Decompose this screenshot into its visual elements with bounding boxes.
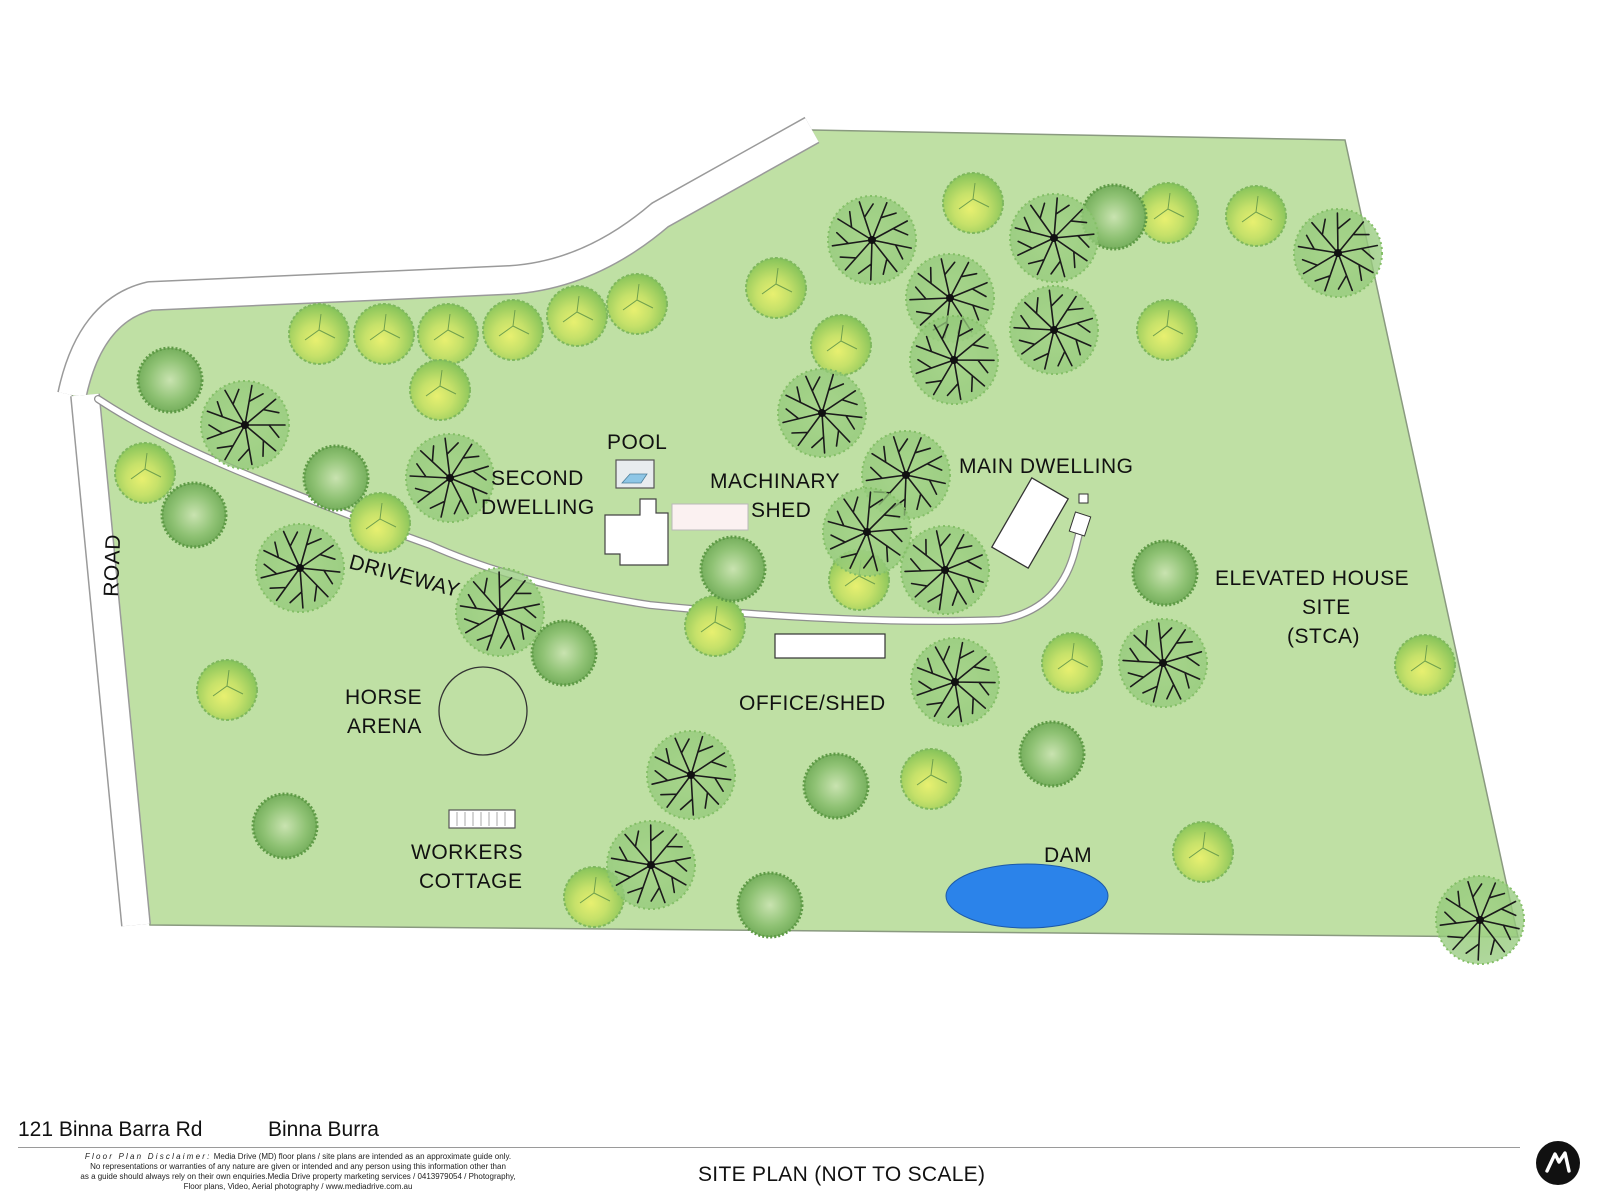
tree-yellow-canopy (409, 359, 471, 421)
tree-yellow-canopy (482, 299, 544, 361)
tree-yellow-canopy (114, 442, 176, 504)
tree-branching (646, 730, 736, 820)
footer-disclaimer: Floor Plan Disclaimer: Media Drive (MD) … (18, 1152, 578, 1192)
second-dwelling-building (604, 498, 669, 566)
main-dwelling-building (990, 476, 1070, 570)
tree-branching (900, 525, 990, 615)
tree-yellow-canopy (900, 748, 962, 810)
label-horse-arena-2: ARENA (347, 715, 422, 738)
tree-yellow-canopy (417, 303, 479, 365)
label-elevated-house-1: ELEVATED HOUSE (1215, 567, 1409, 590)
machinary-shed-building (671, 503, 749, 531)
label-elevated-house-2: SITE (1302, 596, 1351, 619)
tree-branching (455, 567, 545, 657)
tree-branching (1009, 193, 1099, 283)
tree-yellow-canopy (1394, 634, 1456, 696)
tree-branching (255, 523, 345, 613)
tree-shrub (802, 752, 870, 820)
tree-shrub (736, 871, 804, 939)
tree-yellow-canopy (684, 595, 746, 657)
tree-branching (822, 487, 912, 577)
tree-yellow-canopy (606, 273, 668, 335)
tree-shrub (530, 619, 598, 687)
tree-branching (910, 637, 1000, 727)
main-dwelling-annex (1068, 511, 1092, 537)
tree-shrub (302, 444, 370, 512)
footer-suburb: Binna Burra (268, 1118, 379, 1141)
tree-shrub (699, 535, 767, 603)
label-machinary-shed-2: SHED (751, 499, 811, 522)
tree-shrub (1131, 539, 1199, 607)
tree-branching (777, 368, 867, 458)
main-dwelling-annex-small (1078, 493, 1089, 504)
tree-branching (1435, 875, 1525, 965)
label-workers-cottage-1: WORKERS (411, 841, 523, 864)
trees-layer (114, 172, 1525, 965)
label-pool: POOL (607, 431, 667, 454)
footer-address: 121 Binna Barra Rd (18, 1118, 203, 1141)
tree-shrub (160, 481, 228, 549)
disclaimer-line-1: Media Drive (MD) floor plans / site plan… (213, 1152, 512, 1161)
label-main-dwelling: MAIN DWELLING (959, 455, 1134, 478)
tree-yellow-canopy (1172, 821, 1234, 883)
disclaimer-line-4: Floor plans, Video, Aerial photography /… (183, 1182, 413, 1191)
tree-yellow-canopy (745, 257, 807, 319)
disclaimer-line-3: as a guide should always rely on their o… (80, 1172, 516, 1181)
label-second-dwelling-1: SECOND (491, 467, 584, 490)
label-dam: DAM (1044, 844, 1092, 867)
site-plan-caption: SITE PLAN (NOT TO SCALE) (698, 1163, 986, 1186)
workers-cottage-building (448, 809, 516, 829)
tree-yellow-canopy (942, 172, 1004, 234)
tree-branching (1009, 285, 1099, 375)
brand-logo-icon (1536, 1141, 1580, 1185)
horse-arena (438, 666, 528, 756)
tree-shrub (1018, 720, 1086, 788)
tree-yellow-canopy (196, 659, 258, 721)
tree-branching (1118, 618, 1208, 708)
label-office-shed: OFFICE/SHED (739, 692, 886, 715)
tree-yellow-canopy (349, 492, 411, 554)
tree-yellow-canopy (288, 303, 350, 365)
tree-yellow-canopy (810, 314, 872, 376)
label-second-dwelling-2: DWELLING (481, 496, 595, 519)
label-workers-cottage-2: COTTAGE (419, 870, 522, 893)
tree-shrub (136, 346, 204, 414)
tree-branching (405, 433, 495, 523)
tree-yellow-canopy (1137, 182, 1199, 244)
tree-yellow-canopy (1041, 632, 1103, 694)
tree-branching (1293, 208, 1383, 298)
label-horse-arena-1: HORSE (345, 686, 422, 709)
disclaimer-title: Floor Plan Disclaimer: (84, 1152, 212, 1161)
label-road: ROAD (100, 534, 125, 597)
disclaimer-line-2: No representations or warranties of any … (90, 1162, 506, 1171)
tree-yellow-canopy (353, 303, 415, 365)
office-shed-building (774, 633, 886, 659)
tree-yellow-canopy (1136, 299, 1198, 361)
tree-yellow-canopy (1225, 185, 1287, 247)
tree-branching (909, 315, 999, 405)
pool-water (621, 473, 648, 484)
label-machinary-shed-1: MACHINARY (710, 470, 840, 493)
footer-divider (18, 1147, 1520, 1148)
tree-yellow-canopy (546, 285, 608, 347)
tree-branching (200, 380, 290, 470)
tree-branching (827, 195, 917, 285)
tree-branching (606, 820, 696, 910)
label-elevated-house-3: (STCA) (1287, 625, 1360, 648)
dam (945, 863, 1109, 929)
tree-shrub (251, 792, 319, 860)
